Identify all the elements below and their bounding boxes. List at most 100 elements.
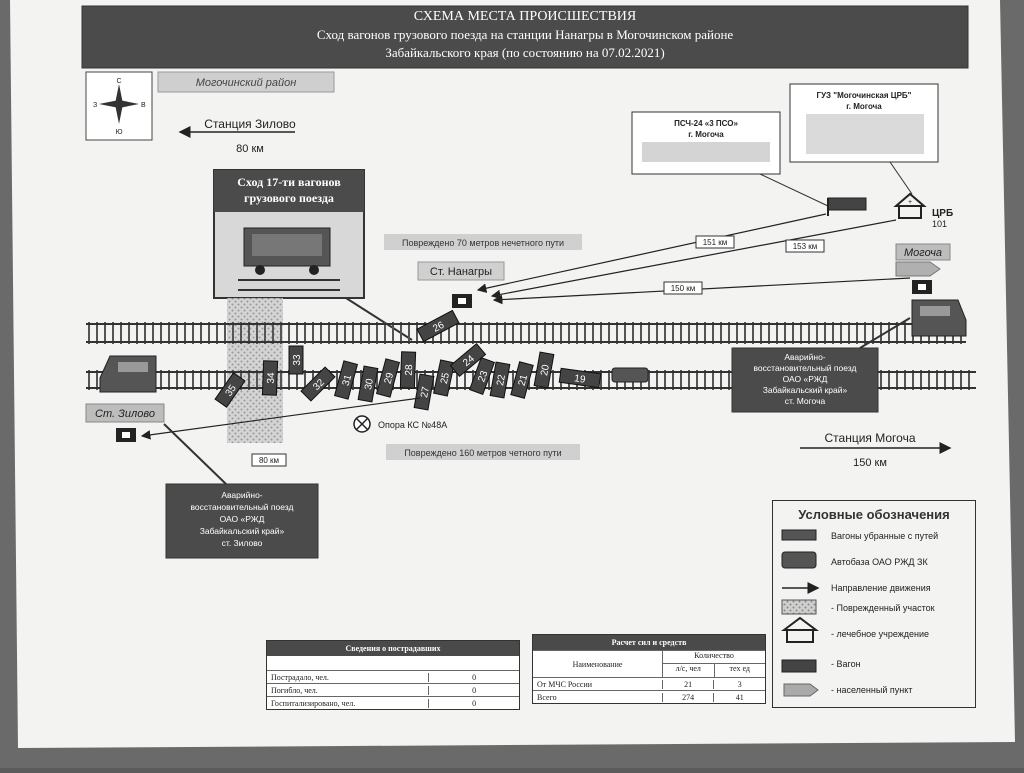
recovery-train-right-icon	[911, 299, 967, 337]
wagon-body	[214, 372, 246, 408]
wagon-body	[449, 343, 487, 377]
hospital-title: ГУЗ "Могочинская ЦРБ"	[817, 91, 912, 100]
damage-even-label: Повреждено 160 метров четного пути	[404, 448, 561, 458]
table-row: Погибло, чел. 0	[267, 683, 519, 696]
legend-item-removed: Вагоны убранные с путей	[831, 531, 939, 541]
fire-station-icon	[827, 197, 867, 216]
forces-col-name: Наименование	[572, 659, 623, 669]
mogocha-direction-label: Станция Могоча	[825, 431, 916, 445]
wagon-number: 26	[431, 320, 446, 335]
wagon-body	[510, 361, 534, 399]
hospital-blurred	[806, 114, 924, 154]
recovery-train-left-icon	[99, 355, 157, 393]
forces-sub-ls: л/с, чел	[675, 664, 701, 673]
wagon: 19	[558, 367, 602, 389]
recovery-left-l5: ст. Зилово	[222, 538, 263, 548]
wagon-body	[288, 345, 304, 375]
distance-80: 80 км	[259, 456, 279, 465]
recovery-left-l2: восстановительный поезд	[191, 502, 294, 512]
table-row: Всего 274 41	[533, 690, 765, 703]
recovery-right-l2: восстановительный поезд	[754, 363, 857, 373]
wagon: 30	[357, 365, 379, 403]
wagon-number: 29	[383, 371, 397, 385]
wagon-number: 30	[363, 377, 376, 390]
legend-item-settlement: - населенный пункт	[831, 685, 913, 695]
hospital-icon: +	[893, 192, 927, 219]
legend-removed-wagon-icon	[781, 529, 817, 541]
recovery-right-callout	[731, 347, 879, 413]
legend-damaged-icon	[781, 599, 817, 615]
distance-150: 150 км	[671, 284, 696, 293]
forces-col-qty: Количество	[663, 651, 765, 664]
damage-even-box	[386, 444, 580, 460]
route-zilovo-line	[140, 397, 421, 440]
wagon-number: 22	[495, 373, 508, 386]
forces-name: Всего	[537, 692, 557, 702]
support-pole-icon	[353, 415, 371, 433]
legend-panel: Условные обозначения Вагоны убранные с п…	[772, 500, 976, 708]
forces-ls: 21	[661, 679, 714, 689]
forces-tech: 41	[713, 692, 765, 702]
mogocha-box	[895, 243, 951, 261]
legend-depot-icon	[781, 551, 817, 569]
hospital-city: г. Могоча	[846, 102, 882, 111]
recovery-right-l1: Аварийно-	[784, 352, 825, 362]
compass-e: В	[141, 102, 146, 109]
victims-title: Сведения о пострадавших	[267, 641, 519, 656]
legend-settlement-icon	[783, 683, 819, 697]
legend-item-depot: Автобаза ОАО РЖД ЗК	[831, 557, 928, 567]
legend-item-direction: Направление движения	[831, 583, 931, 593]
wagon: 24	[449, 343, 487, 377]
wagon-number: 20	[539, 363, 552, 376]
wagon-body	[489, 361, 511, 399]
station-zilovo-label: Ст. Зилово	[95, 408, 155, 420]
crb-label: ЦРБ	[932, 208, 953, 219]
header-subtitle-2: Забайкальского края (по состоянию на 07.…	[385, 45, 664, 60]
wagon-number: 23	[476, 369, 490, 384]
recovery-left-l1: Аварийно-	[221, 490, 262, 500]
forces-title: Расчет сил и средств	[533, 635, 765, 650]
station-zilovo-box	[85, 403, 165, 423]
victims-value: 0	[428, 698, 519, 708]
station-nanagry-label: Ст. Нанагры	[430, 266, 492, 278]
header-subtitle-1: Сход вагонов грузового поезда на станции…	[317, 27, 734, 42]
wagon-body	[333, 360, 359, 400]
wagon: 32	[300, 366, 336, 402]
table-row: Пострадало, чел. 0	[267, 670, 519, 683]
legend-wagon-icon	[781, 659, 817, 673]
recovery-left-callout	[165, 483, 319, 559]
wagon-number: 19	[574, 373, 587, 386]
victims-table: Сведения о пострадавших Пострадало, чел.…	[266, 640, 520, 710]
svg-text:+: +	[908, 199, 912, 206]
wagon: 25	[433, 359, 455, 397]
hospital-pointer	[889, 161, 913, 195]
forces-table: Расчет сил и средств Наименование Количе…	[532, 634, 766, 704]
wagon-body	[375, 358, 401, 398]
header-title: СХЕМА МЕСТА ПРОИСШЕСТВИЯ	[414, 9, 636, 24]
track-odd	[86, 322, 966, 344]
distance-153: 153 км	[793, 242, 818, 251]
wagon: 22	[489, 361, 511, 399]
mogocha-distance: 150 км	[853, 457, 887, 469]
legend-item-wagon: - Вагон	[831, 659, 861, 669]
legend-item-damaged: - Поврежденный участок	[831, 603, 935, 613]
settlement-mogocha-icon	[895, 261, 941, 277]
wagon-body	[533, 351, 555, 389]
forces-name: От МЧС России	[537, 679, 593, 689]
wagon-number: 31	[341, 373, 355, 387]
recovery-left-l4: Забайкальский край»	[200, 526, 285, 536]
legend-title: Условные обозначения	[798, 507, 950, 522]
wagon: 23	[468, 356, 496, 396]
station-nanagry-box	[417, 261, 505, 281]
victims-value: 0	[428, 685, 519, 695]
wagon: 29	[375, 358, 401, 398]
wagon-number: 34	[266, 372, 277, 384]
distance-151: 151 км	[703, 238, 728, 247]
route-psch-line	[476, 213, 827, 293]
header-bar	[81, 5, 969, 69]
zilovo-direction-label: Станция Зилово	[204, 117, 296, 131]
wagon-number: 33	[292, 354, 303, 366]
compass-n: С	[116, 78, 121, 85]
